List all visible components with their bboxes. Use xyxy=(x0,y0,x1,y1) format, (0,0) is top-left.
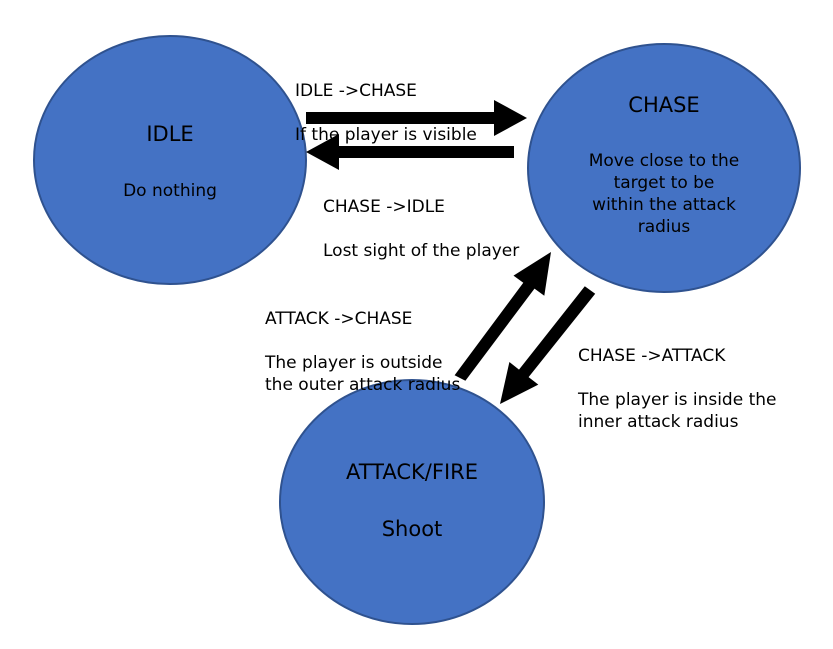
idle-state-node xyxy=(33,35,307,285)
chase-to-attack-arrow xyxy=(500,286,596,404)
idle-to-chase-name: IDLE ->CHASE xyxy=(295,81,417,102)
chase-state-title: CHASE xyxy=(628,93,700,117)
chase-state-node xyxy=(527,43,801,293)
chase-to-idle-label: CHASE ->IDLE Lost sight of the player xyxy=(323,174,519,284)
attack-to-chase-label: ATTACK ->CHASE The player is outside the… xyxy=(265,286,460,419)
idle-state-title: IDLE xyxy=(146,122,194,146)
chase-to-attack-label: CHASE ->ATTACK The player is inside the … xyxy=(578,323,776,456)
idle-to-chase-condition: If the player is visible xyxy=(295,125,477,146)
idle-to-chase-label: IDLE ->CHASE If the player is visible xyxy=(295,58,477,168)
attack-to-chase-condition: The player is outside the outer attack r… xyxy=(265,353,461,396)
attack-state-description: Shoot xyxy=(381,517,443,541)
attack-state-node xyxy=(279,379,545,625)
idle-to-chase-arrow xyxy=(306,100,527,136)
idle-state-description: Do nothing xyxy=(123,181,217,201)
chase-to-attack-condition: The player is inside the inner attack ra… xyxy=(578,390,777,433)
attack-to-chase-arrow xyxy=(454,252,551,381)
attack-state-title: ATTACK/FIRE xyxy=(345,460,479,484)
chase-state-description: Move close to the target to be within th… xyxy=(588,151,740,238)
chase-to-idle-arrow xyxy=(306,134,514,170)
chase-to-idle-condition: Lost sight of the player xyxy=(323,241,520,262)
chase-to-attack-name: CHASE ->ATTACK xyxy=(578,346,726,367)
attack-to-chase-name: ATTACK ->CHASE xyxy=(265,309,413,330)
chase-to-idle-name: CHASE ->IDLE xyxy=(323,197,445,218)
